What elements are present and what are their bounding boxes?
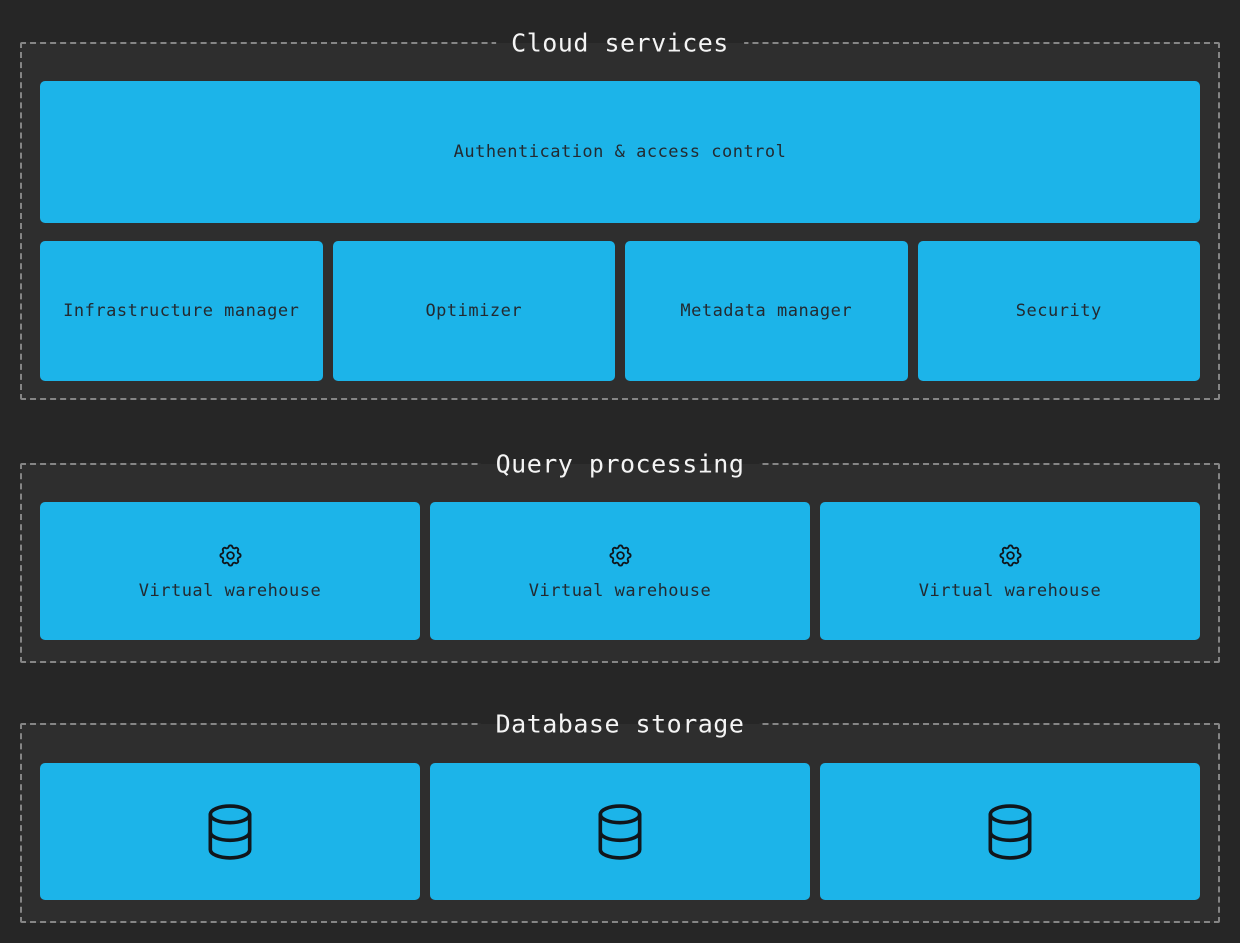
node-virtual-warehouse: Virtual warehouse [430, 502, 810, 640]
node-authentication-access-control: Authentication & access control [40, 81, 1200, 223]
section-database-storage: Database storage [20, 706, 1220, 923]
architecture-diagram: Cloud services Authentication & access c… [0, 25, 1240, 943]
section-title-cloud-services: Cloud services [496, 25, 744, 61]
cloud-services-row: Infrastructure manager Optimizer Metadat… [40, 241, 1200, 381]
section-cloud-services: Cloud services Authentication & access c… [20, 25, 1220, 400]
node-database [40, 763, 420, 900]
node-optimizer: Optimizer [332, 241, 615, 381]
node-virtual-warehouse: Virtual warehouse [820, 502, 1200, 640]
query-processing-row: Virtual warehouse Virtual warehouse [40, 502, 1200, 640]
node-label: Virtual warehouse [138, 580, 322, 601]
node-label: Virtual warehouse [528, 580, 712, 601]
database-storage-row [40, 763, 1200, 900]
gear-icon [607, 542, 634, 569]
node-label: Optimizer [425, 301, 523, 321]
node-virtual-warehouse: Virtual warehouse [40, 502, 420, 640]
node-label: Security [1015, 301, 1102, 321]
node-database [430, 763, 810, 900]
section-title-database-storage: Database storage [480, 706, 760, 742]
database-icon [205, 803, 255, 861]
gear-icon [217, 542, 244, 569]
gear-icon [997, 542, 1024, 569]
node-label: Infrastructure manager [63, 301, 300, 321]
node-label: Metadata manager [680, 301, 853, 321]
node-label: Authentication & access control [453, 142, 787, 162]
node-database [820, 763, 1200, 900]
database-icon [985, 803, 1035, 861]
node-security: Security [917, 241, 1200, 381]
node-label: Virtual warehouse [918, 580, 1102, 601]
database-icon [595, 803, 645, 861]
node-metadata-manager: Metadata manager [625, 241, 908, 381]
section-query-processing: Query processing Virtual warehouse [20, 446, 1220, 663]
node-infrastructure-manager: Infrastructure manager [40, 241, 323, 381]
section-title-query-processing: Query processing [480, 446, 760, 482]
